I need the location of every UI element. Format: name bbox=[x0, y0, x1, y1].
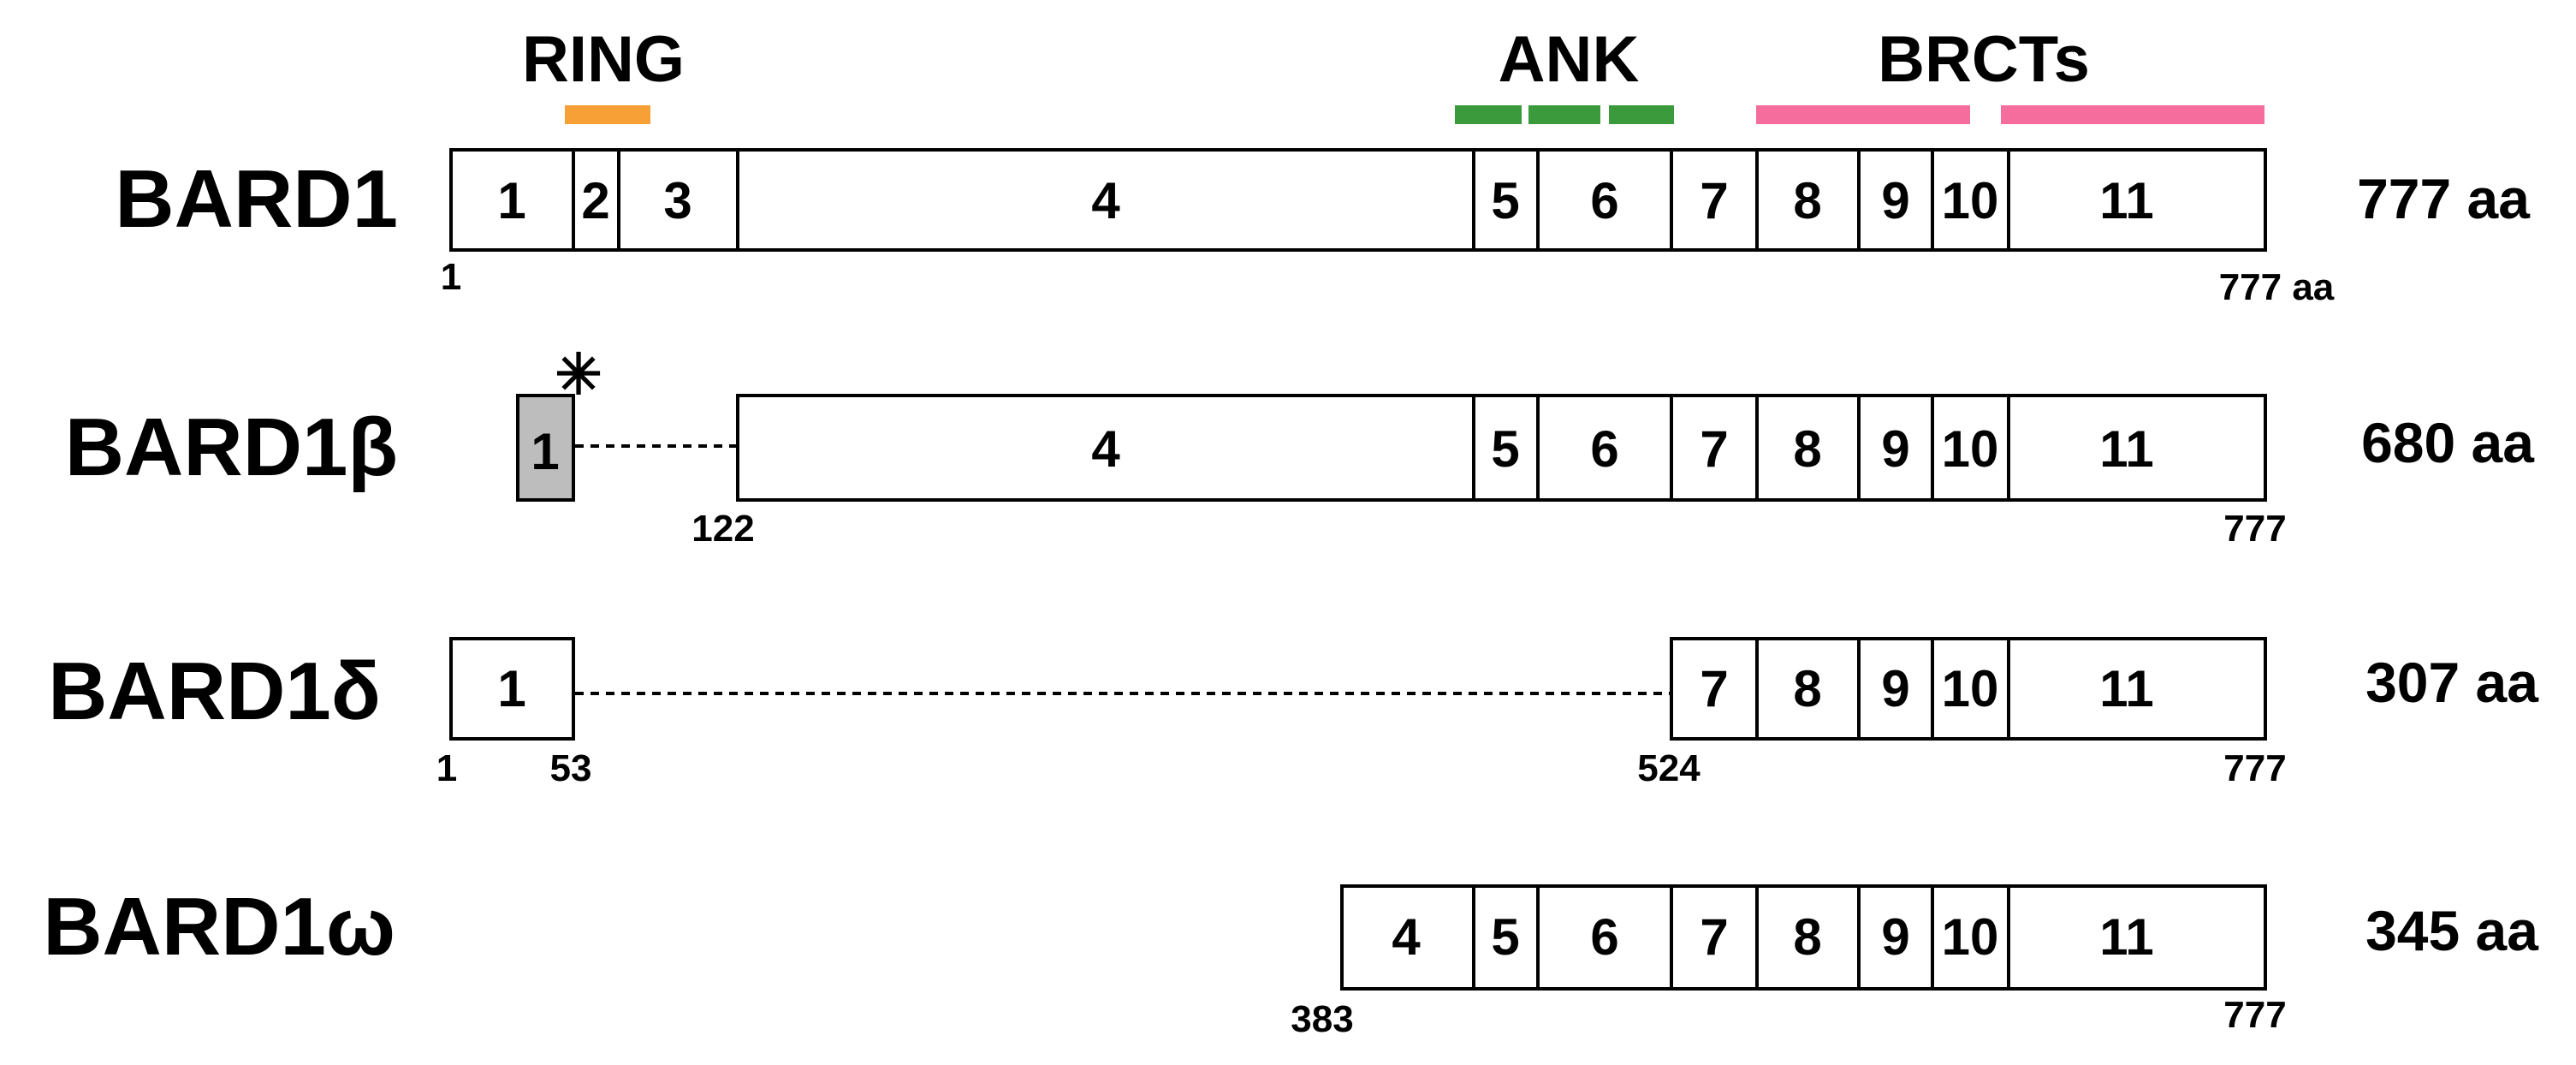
domain-bar-brct-1 bbox=[1756, 105, 1970, 124]
exon-box bbox=[449, 148, 2267, 252]
domain-label-brcts: BRCTs bbox=[1878, 23, 2090, 96]
exon-label: 7 bbox=[1700, 420, 1728, 478]
domain-bar-brct-2 bbox=[2001, 105, 2264, 124]
isoform-length: 345 aa bbox=[2365, 899, 2539, 962]
exon-track bbox=[449, 148, 2267, 252]
exon-label: 11 bbox=[2099, 660, 2153, 717]
exon-label: 7 bbox=[1700, 172, 1728, 229]
position-label: 777 aa bbox=[2219, 266, 2335, 308]
exon-label: 7 bbox=[1700, 660, 1728, 717]
exon-label: 5 bbox=[1491, 172, 1519, 229]
exon-labels: 7 8 9 10 11 bbox=[1700, 660, 2153, 717]
domain-bar-ring bbox=[565, 105, 650, 124]
domain-bar-ank-part bbox=[1455, 105, 1522, 124]
isoform-bard1-omega: BARD1ω 4 5 6 7 8 9 10 11 383 777 345 aa bbox=[43, 881, 2539, 1040]
domain-label-ring: RING bbox=[522, 23, 685, 96]
exon-label: 2 bbox=[581, 172, 609, 229]
isoform-name: BARD1δ bbox=[48, 646, 381, 737]
exon-labels: 1 2 3 4 5 6 7 8 9 10 11 bbox=[497, 172, 2153, 229]
exon-label: 5 bbox=[1491, 420, 1519, 478]
position-label: 53 bbox=[550, 747, 592, 789]
exon-label: 3 bbox=[663, 172, 691, 229]
isoform-length: 307 aa bbox=[2365, 651, 2539, 714]
exon-label: 4 bbox=[1392, 908, 1421, 966]
exon-label: 4 bbox=[1091, 420, 1120, 478]
isoform-bard1: BARD1 1 2 3 4 5 6 7 8 9 10 11 1 bbox=[115, 148, 2531, 308]
exon-track bbox=[1340, 884, 2267, 991]
exon-label: 11 bbox=[2099, 908, 2153, 966]
exon-label: 4 bbox=[1091, 172, 1120, 229]
position-label: 777 bbox=[2223, 994, 2286, 1036]
exon-label: 9 bbox=[1881, 660, 1909, 717]
exon-track bbox=[736, 394, 2267, 502]
isoform-length: 680 aa bbox=[2361, 411, 2535, 474]
exon-labels: 4 5 6 7 8 9 10 11 bbox=[1091, 420, 2153, 478]
exon-label: 8 bbox=[1793, 420, 1821, 478]
position-label: 1 bbox=[436, 747, 457, 789]
isoform-bard1-beta: BARD1β ✳ 1 4 5 6 7 8 9 10 11 122 777 680… bbox=[65, 342, 2536, 550]
exon-label: 10 bbox=[1942, 908, 1999, 966]
exon-label: 8 bbox=[1793, 660, 1821, 717]
exon-label: 1 bbox=[531, 423, 559, 480]
exon-label: 1 bbox=[497, 660, 525, 717]
exon-box bbox=[449, 637, 575, 741]
exon-label: 8 bbox=[1793, 908, 1821, 966]
position-label: 122 bbox=[691, 508, 754, 550]
exon-box-truncated bbox=[516, 394, 575, 502]
exon-label: 9 bbox=[1881, 172, 1909, 229]
exon-label: 7 bbox=[1700, 908, 1728, 966]
exon-label: 9 bbox=[1881, 908, 1909, 966]
domain-bar-ank bbox=[1455, 105, 1674, 124]
exon-track bbox=[1670, 637, 2267, 741]
exon-labels: 4 5 6 7 8 9 10 11 bbox=[1392, 908, 2153, 966]
position-label: 383 bbox=[1291, 998, 1353, 1040]
isoform-name: BARD1 bbox=[115, 153, 398, 245]
exon-label: 6 bbox=[1590, 172, 1618, 229]
domain-bar-brcts bbox=[1756, 105, 2264, 124]
exon-label: 6 bbox=[1590, 908, 1618, 966]
position-label: 1 bbox=[441, 256, 461, 298]
exon-label: 9 bbox=[1881, 420, 1909, 478]
isoform-length: 777 aa bbox=[2357, 167, 2531, 230]
domain-annotations: RING ANK BRCTs bbox=[522, 23, 2264, 124]
isoform-name: BARD1β bbox=[65, 402, 398, 493]
isoform-name: BARD1ω bbox=[43, 881, 395, 973]
exon-label: 1 bbox=[497, 172, 525, 229]
exon-label: 11 bbox=[2099, 172, 2153, 229]
position-label: 777 bbox=[2223, 508, 2286, 550]
domain-bar-ank-part bbox=[1609, 105, 1674, 124]
exon-label: 6 bbox=[1590, 420, 1618, 478]
domain-label-ank: ANK bbox=[1499, 23, 1640, 96]
exon-label: 10 bbox=[1942, 172, 1999, 229]
position-label: 524 bbox=[1637, 747, 1701, 789]
isoform-bard1-delta: BARD1δ 1 7 8 9 10 11 1 53 524 777 307 aa bbox=[48, 637, 2539, 789]
exon-label: 10 bbox=[1942, 420, 1999, 478]
exon-label: 11 bbox=[2099, 420, 2153, 478]
exon-label: 10 bbox=[1942, 660, 1999, 717]
exon-label: 8 bbox=[1793, 172, 1821, 229]
position-label: 777 bbox=[2223, 747, 2286, 789]
exon-label: 5 bbox=[1491, 908, 1519, 966]
exon-box bbox=[1670, 637, 2267, 741]
exon-box bbox=[736, 394, 2267, 502]
domain-bar-ank-part bbox=[1528, 105, 1600, 124]
exon-box bbox=[1340, 884, 2267, 991]
